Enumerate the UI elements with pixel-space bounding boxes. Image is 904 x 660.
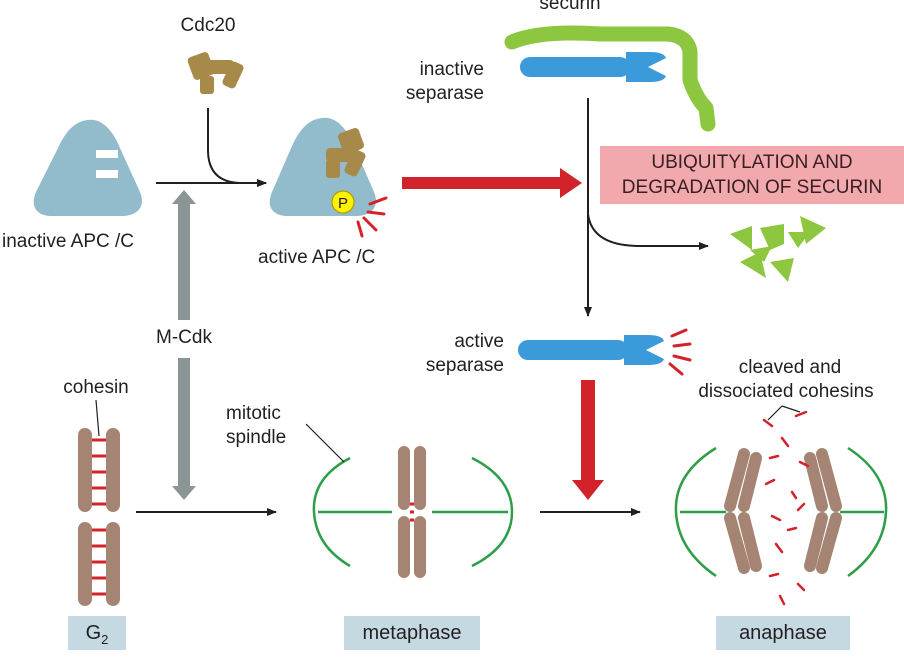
securin-label: securin	[539, 0, 601, 14]
mitotic-spindle-label-2: spindle	[226, 427, 287, 448]
stage-g2-subscript: 2	[101, 632, 109, 647]
cdc20-label: Cdc20	[180, 15, 236, 36]
m-cdk-arrow	[172, 190, 196, 500]
inactive-apc-shape	[33, 119, 142, 216]
spindle-pointer	[305, 423, 345, 463]
cohesin-label: cohesin	[63, 377, 129, 398]
ubiquitylation-line-2: DEGRADATION OF SECURIN	[621, 177, 883, 198]
g2-chromosome	[78, 428, 120, 606]
active-separase-label-1: active	[454, 331, 504, 352]
metaphase-spindle	[312, 456, 514, 568]
metaphase-chromosome	[398, 446, 426, 578]
inactive-separase-label-1: inactive	[419, 59, 484, 80]
stage-g2-box: G2	[68, 616, 126, 650]
active-apc-shape	[269, 117, 376, 216]
securin-fragments	[730, 216, 826, 282]
ubiquitylation-box: UBIQUITYLATION AND DEGRADATION OF SECURI…	[600, 146, 904, 204]
red-arrow-separase-down	[572, 380, 604, 500]
inactive-apc-label: inactive APC /C	[2, 231, 134, 252]
active-apc-label: active APC /C	[258, 247, 376, 268]
red-arrow-apc-to-securin	[402, 168, 582, 198]
securin-degradation-arrow	[587, 213, 709, 250]
inactive-separase-label-2: separase	[405, 83, 484, 104]
cleaved-cohesin-pointer	[767, 405, 801, 421]
active-separase-label-2: separase	[425, 355, 504, 376]
cdc20-shape	[187, 52, 244, 94]
ubiquitylation-line-1: UBIQUITYLATION AND	[651, 152, 853, 173]
activity-rays-apc	[356, 196, 388, 238]
phosphate-label: P	[338, 195, 348, 212]
anaphase-spindle	[674, 446, 888, 578]
active-separase-shape	[518, 335, 664, 365]
securin-shape	[504, 25, 716, 132]
stage-metaphase-box: metaphase	[344, 616, 480, 650]
m-cdk-label: M-Cdk	[156, 327, 212, 348]
anaphase-chromosomes	[724, 448, 842, 574]
stage-anaphase-box: anaphase	[716, 616, 850, 650]
cdc20-arrow	[207, 108, 267, 187]
inactive-separase-shape	[520, 52, 666, 82]
cleaved-cohesin-fragments	[762, 410, 810, 606]
stage-g2-label: G	[85, 622, 102, 644]
cohesin-pointer	[95, 399, 100, 437]
cleaved-cohesins-label-2: dissociated cohesins	[698, 381, 874, 402]
mitotic-spindle-label-1: mitotic	[226, 403, 281, 424]
cleaved-cohesins-label-1: cleaved and	[738, 357, 842, 378]
activity-rays-separase	[668, 328, 692, 376]
